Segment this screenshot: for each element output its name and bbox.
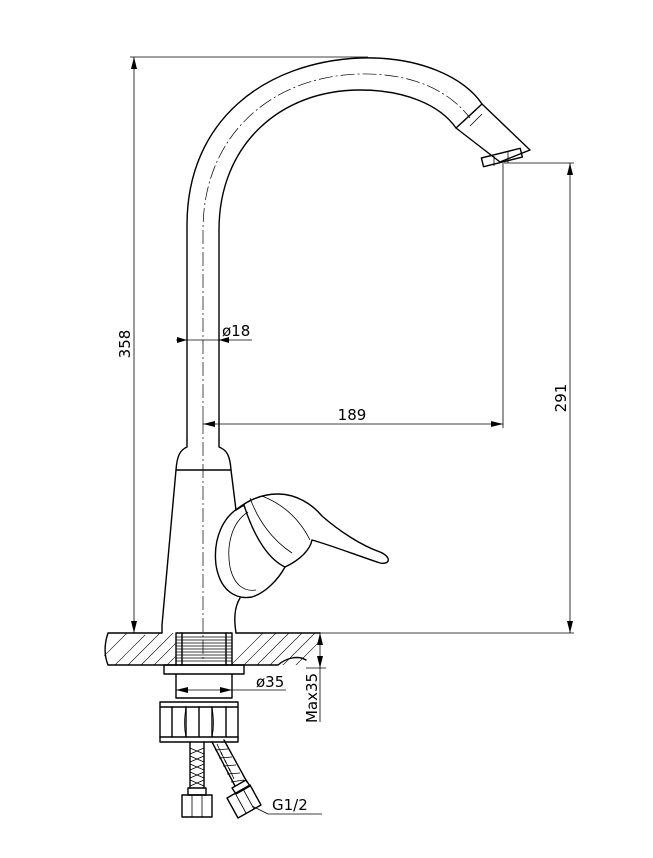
countertop [104, 632, 321, 666]
lever-handle[interactable] [235, 493, 389, 568]
dimension-height-291: 291 [320, 162, 574, 634]
callout-g12: G1/2 [251, 796, 322, 815]
dim-label-189: 189 [338, 406, 367, 424]
dimension-height-358: 358 [116, 56, 368, 634]
cartridge-dome [214, 504, 286, 599]
dimension-diameter-18: ø18 [176, 322, 252, 343]
supply-hose-left [181, 741, 213, 818]
callout-label-g12: G1/2 [272, 796, 308, 814]
spout [186, 57, 483, 441]
dim-label-358: 358 [116, 330, 134, 359]
dimension-reach-189: 189 [203, 163, 504, 428]
threaded-stud [175, 632, 233, 666]
supply-hose-right [211, 739, 262, 819]
dim-label-291: 291 [552, 384, 570, 413]
faucet-body [161, 420, 241, 660]
dimension-diameter-35: ø35 [175, 673, 286, 694]
dimension-max-35: Max35 [303, 633, 326, 723]
aerator [455, 103, 531, 168]
dim-label-18: ø18 [222, 322, 250, 340]
dim-label-max35: Max35 [303, 673, 321, 723]
dim-label-35: ø35 [256, 673, 284, 691]
mounting-nut [159, 701, 239, 743]
